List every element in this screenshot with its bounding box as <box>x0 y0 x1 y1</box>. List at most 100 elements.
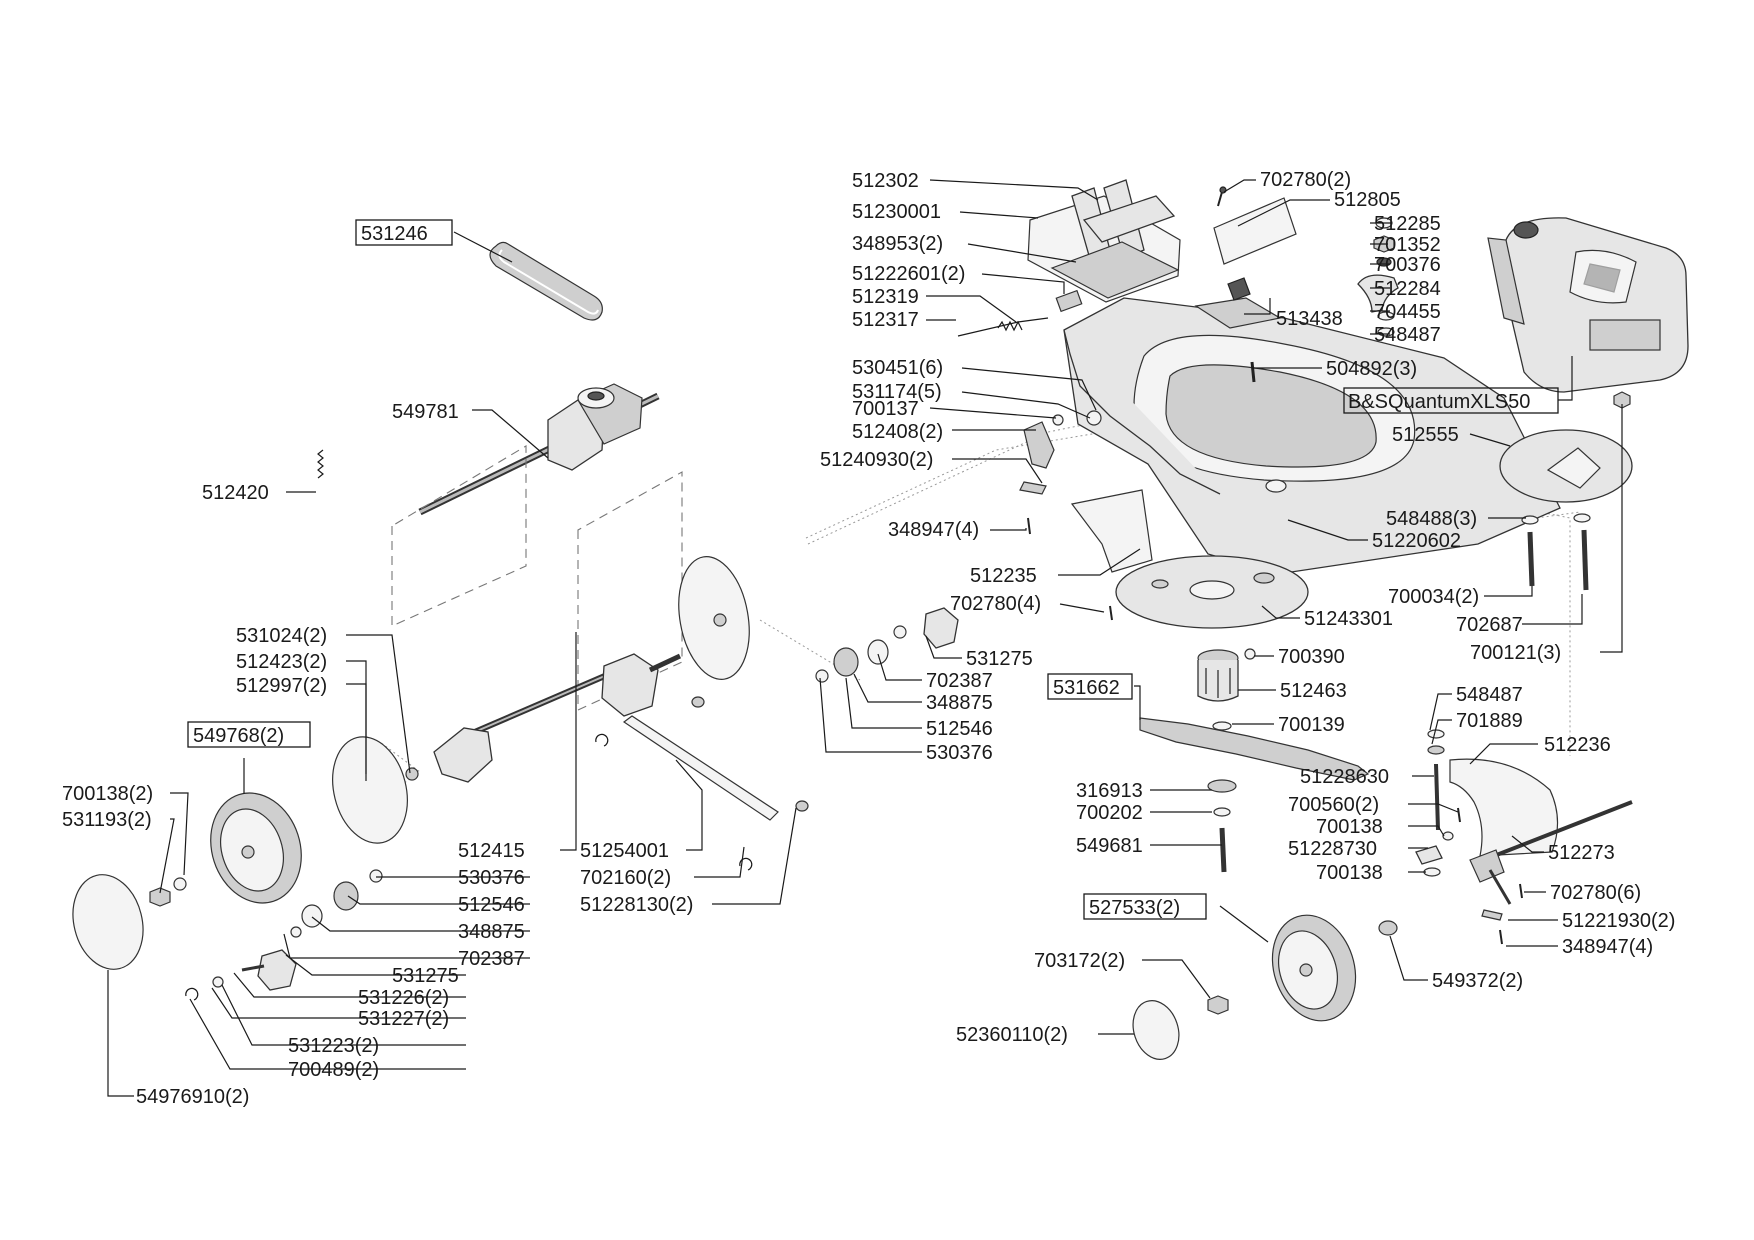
label-512546b: 512546 <box>926 718 993 740</box>
drive-belt-drawing <box>489 241 603 321</box>
handle-grip-drawing <box>1027 179 1181 303</box>
label-box-531246 <box>355 219 453 246</box>
label-512284: 512284 <box>1374 278 1441 300</box>
label-513438: 513438 <box>1276 308 1343 330</box>
label-54976910: 54976910(2) <box>136 1086 249 1108</box>
rear-axle-assembly-drawing <box>433 653 682 783</box>
label-512463: 512463 <box>1280 680 1347 702</box>
label-702160: 702160(2) <box>580 867 671 889</box>
mower-deck-drawing <box>1063 297 1561 575</box>
label-531662: 531662 <box>1053 677 1120 699</box>
clip-drawing <box>1055 289 1083 313</box>
blade-adapter-drawing <box>1197 648 1256 731</box>
label-548487b: 548487 <box>1456 684 1523 706</box>
label-51221930: 51221930(2) <box>1562 910 1675 932</box>
label-548488: 548488(3) <box>1386 508 1477 530</box>
plate-51240930-drawing <box>1019 481 1047 495</box>
label-700489: 700489(2) <box>288 1059 379 1081</box>
label-549681: 549681 <box>1076 835 1143 857</box>
label-512805: 512805 <box>1334 189 1401 211</box>
label-box-549768 <box>187 721 311 748</box>
label-512546a: 512546 <box>458 894 525 916</box>
label-512317: 512317 <box>852 309 919 331</box>
label-504892: 504892(3) <box>1326 358 1417 380</box>
label-348953: 348953(2) <box>852 233 943 255</box>
bolt-504892-drawing <box>1250 361 1256 383</box>
label-51228730: 51228730 <box>1288 838 1377 860</box>
label-548487a: 548487 <box>1374 324 1441 346</box>
hub-cap-52360110-drawing <box>1132 1000 1180 1060</box>
label-51240930: 51240930(2) <box>820 449 933 471</box>
label-512319: 512319 <box>852 286 919 308</box>
label-316913: 316913 <box>1076 780 1143 802</box>
label-531226: 531226(2) <box>358 987 449 1009</box>
label-51254001: 51254001 <box>580 840 669 862</box>
label-51243301: 51243301 <box>1304 608 1393 630</box>
label-512408: 512408(2) <box>852 421 943 443</box>
hub-cap-54976910-drawing <box>72 874 144 970</box>
leader-lines <box>107 179 1623 1097</box>
label-512997: 512997(2) <box>236 675 327 697</box>
gearbox-drawing <box>418 383 660 516</box>
label-702387a: 702387 <box>458 948 525 970</box>
label-531174: 531174(5) <box>852 381 942 403</box>
label-512420: 512420 <box>202 482 269 504</box>
label-512423: 512423(2) <box>236 651 327 673</box>
bushing-531193-drawing <box>173 877 187 891</box>
engine-drawing <box>1487 217 1689 393</box>
rear-wheel-cover-drawing <box>332 736 419 844</box>
bushing-549372-drawing <box>1378 920 1398 936</box>
label-531275b: 531275 <box>966 648 1033 670</box>
label-box-531662 <box>1047 673 1133 700</box>
label-51230001: 51230001 <box>852 201 941 223</box>
rear-flap-fasteners-drawing <box>1415 729 1461 877</box>
label-box-527533 <box>1083 893 1207 920</box>
label-52360110: 52360110(2) <box>956 1024 1068 1046</box>
label-700376: 700376 <box>1374 254 1441 276</box>
label-348947a: 348947(4) <box>888 519 979 541</box>
label-549768: 549768(2) <box>193 725 284 747</box>
nut-700121-drawing <box>1613 391 1631 409</box>
clips-drawing <box>595 696 809 871</box>
rear-bracket-screws-drawing <box>1481 883 1523 945</box>
nut-700138-drawing <box>149 887 171 907</box>
label-512415: 512415 <box>458 840 525 862</box>
blade-531662-drawing <box>1139 717 1370 781</box>
label-530376a: 530376 <box>458 867 525 889</box>
bar-51254001-drawing <box>622 715 779 821</box>
label-703172: 703172(2) <box>1034 950 1125 972</box>
label-531223: 531223(2) <box>288 1035 379 1057</box>
blade-bolt-drawing <box>1207 779 1237 873</box>
fan-disk-drawing <box>1115 555 1309 629</box>
label-531275a: 531275 <box>392 965 459 987</box>
label-51220602: 51220602 <box>1372 530 1461 552</box>
label-700202: 700202 <box>1076 802 1143 824</box>
wheel-disk-drawing <box>678 556 750 680</box>
spring-512420-drawing <box>317 449 324 479</box>
label-700560: 700560(2) <box>1288 794 1379 816</box>
label-531246: 531246 <box>361 223 428 245</box>
label-702780b: 702780(2) <box>1260 169 1351 191</box>
engine-bolts-drawing <box>1521 513 1591 591</box>
label-704455: 704455 <box>1374 301 1441 323</box>
label-700390: 700390 <box>1278 646 1345 668</box>
label-530451: 530451(6) <box>852 357 943 379</box>
label-512302: 512302 <box>852 170 919 192</box>
front-wheel-drawing <box>1271 914 1357 1022</box>
label-531024: 531024(2) <box>236 625 327 647</box>
label-700034: 700034(2) <box>1388 586 1479 608</box>
cable-spring-drawing <box>957 317 1049 337</box>
label-51228130: 51228130(2) <box>580 894 693 916</box>
label-700121: 700121(3) <box>1470 642 1561 664</box>
label-348875b: 348875 <box>926 692 993 714</box>
label-700138a: 700138(2) <box>62 783 153 805</box>
screw-702780-4-drawing <box>1109 605 1113 621</box>
left-drive-parts-drawing <box>185 869 383 1001</box>
label-512235: 512235 <box>970 565 1037 587</box>
bracket-512235-drawing <box>1070 489 1153 573</box>
label-531227: 531227(2) <box>358 1008 449 1030</box>
label-348947b: 348947(4) <box>1562 936 1653 958</box>
rear-wheel-drawing <box>210 792 302 904</box>
label-700139: 700139 <box>1278 714 1345 736</box>
